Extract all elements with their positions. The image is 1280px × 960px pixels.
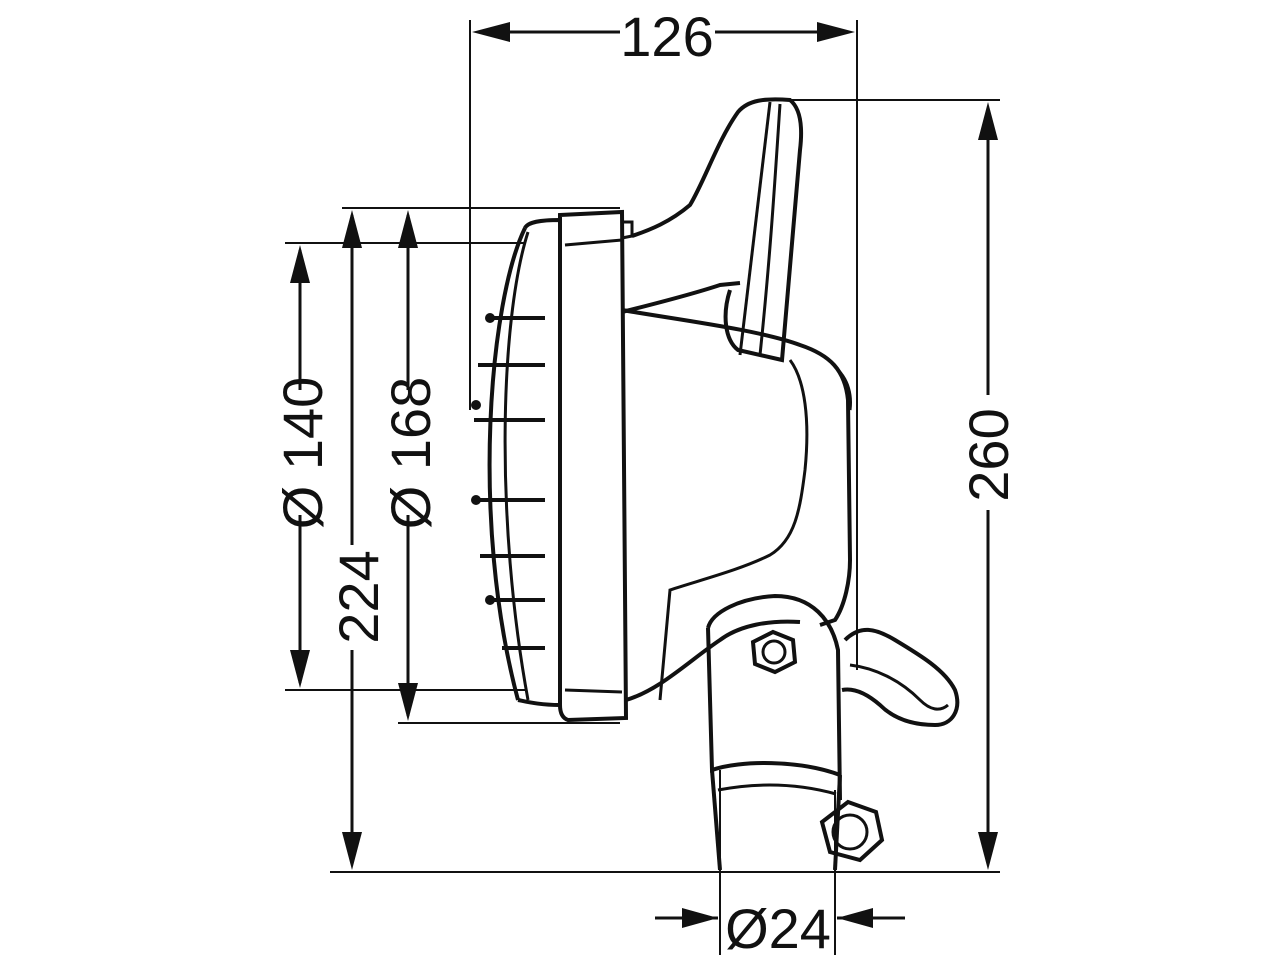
arrow-left-icon [837, 908, 873, 928]
arrow-up-icon [290, 245, 310, 283]
mount-bracket [706, 593, 842, 871]
dimension-label-260: 260 [957, 408, 1020, 501]
arrow-down-icon [978, 832, 998, 870]
dimension-126: 126 [469, 5, 858, 670]
lamp-housing [621, 281, 853, 702]
arrow-right-icon [682, 908, 718, 928]
dimension-label-diameter-168: Ø 168 [379, 377, 442, 530]
dimension-label-diameter-140: Ø 140 [271, 377, 334, 530]
dimension-label-224: 224 [327, 550, 390, 643]
arrow-right-icon [817, 22, 855, 42]
dimension-224: 224 [327, 207, 620, 870]
side-handle [841, 627, 960, 728]
arrow-up-icon [398, 210, 418, 248]
dimension-label-126: 126 [620, 5, 713, 68]
arrow-up-icon [342, 210, 362, 248]
pivot-nut-icon [750, 629, 798, 675]
arrow-down-icon [342, 832, 362, 870]
dimension-diameter-24: Ø24 [655, 770, 905, 960]
arrow-down-icon [398, 683, 418, 721]
arrow-up-icon [978, 102, 998, 140]
bottom-nut-icon [819, 799, 885, 863]
lamp-grille [471, 227, 545, 701]
lamp-front-rim [517, 209, 634, 723]
arrow-down-icon [290, 650, 310, 688]
dimension-260: 260 [330, 99, 1020, 873]
lamp-top-hood [631, 97, 804, 363]
dimension-diameter-168: Ø 168 [379, 210, 620, 724]
dimension-label-diameter-24: Ø24 [725, 897, 831, 960]
arrow-left-icon [472, 22, 510, 42]
